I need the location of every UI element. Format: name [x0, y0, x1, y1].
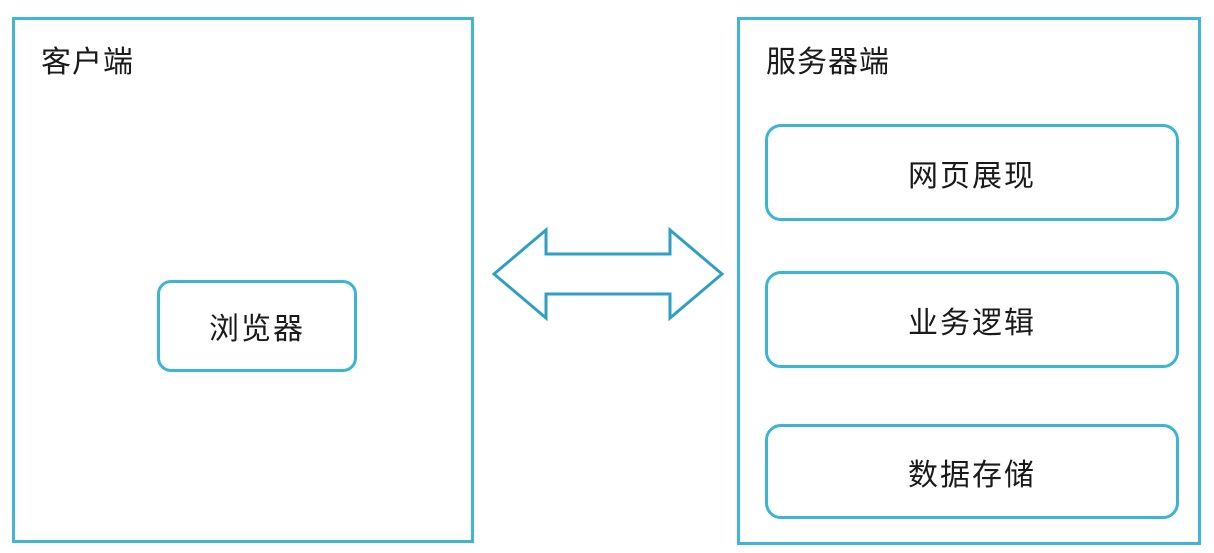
node-business-logic[interactable]: 业务逻辑 [765, 271, 1179, 368]
node-browser[interactable]: 浏览器 [157, 280, 357, 372]
node-business-logic-label: 业务逻辑 [908, 306, 1036, 340]
node-data-storage-label: 数据存储 [908, 458, 1036, 492]
node-web-presentation[interactable]: 网页展现 [765, 124, 1179, 221]
node-web-presentation-label: 网页展现 [908, 159, 1036, 193]
connector-client-server[interactable] [490, 224, 726, 324]
node-browser-label: 浏览器 [209, 313, 305, 346]
double-headed-arrow-icon [491, 226, 725, 322]
node-data-storage[interactable]: 数据存储 [765, 424, 1179, 519]
panel-client-title: 客户端 [41, 46, 134, 79]
panel-client[interactable]: 客户端 浏览器 [12, 17, 474, 543]
panel-server-title: 服务器端 [766, 46, 890, 79]
